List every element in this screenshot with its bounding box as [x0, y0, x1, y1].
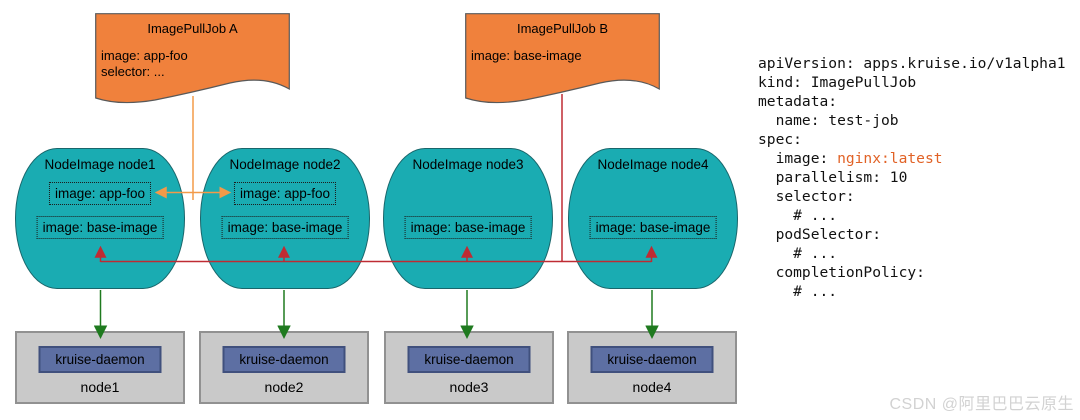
imagepulljob-a-flag: ImagePullJob A image: app-foo selector: … [95, 13, 290, 108]
node3-label: node3 [449, 379, 489, 395]
yaml-example: apiVersion: apps.kruise.io/v1alpha1 kind… [758, 54, 1066, 301]
imagepulljob-a-selector: selector: ... [101, 64, 165, 79]
worker-node4-box: kruise-daemon node4 [567, 331, 737, 404]
yaml-completionpolicy: completionPolicy: [758, 264, 925, 281]
worker-node1-box: kruise-daemon node1 [15, 331, 185, 404]
imagepulljob-b-flag: ImagePullJob B image: base-image [465, 13, 660, 108]
yaml-name: name: test-job [758, 112, 899, 129]
imagepulljob-a-image: image: app-foo [101, 48, 188, 63]
node3-kruise-daemon: kruise-daemon [407, 346, 531, 373]
node2-image-app-foo: image: app-foo [233, 182, 337, 205]
yaml-selector-comment: # ... [758, 207, 838, 224]
yaml-kind: kind: ImagePullJob [758, 74, 917, 91]
node2-kruise-daemon: kruise-daemon [222, 346, 346, 373]
imagepulljob-a-title: ImagePullJob A [147, 21, 238, 36]
document-shape [95, 13, 290, 104]
worker-node3-box: kruise-daemon node3 [384, 331, 554, 404]
yaml-image-key: image: [758, 150, 838, 167]
yaml-podselector-comment: # ... [758, 245, 838, 262]
yaml-image-line: image: nginx:latest [758, 149, 1066, 168]
imagepulljob-b-title: ImagePullJob B [516, 21, 609, 36]
yaml-podselector: podSelector: [758, 226, 882, 243]
yaml-apiversion: apiVersion: apps.kruise.io/v1alpha1 [758, 55, 1066, 72]
nodeimage-node4: NodeImage node4 image: base-image [568, 148, 738, 289]
node2-label: node2 [264, 379, 304, 395]
nodeimage-node2: NodeImage node2 image: app-foo image: ba… [200, 148, 370, 289]
node4-label: node4 [632, 379, 672, 395]
yaml-parallelism: parallelism: 10 [758, 169, 908, 186]
imagepulljob-b-image: image: base-image [471, 48, 582, 63]
yaml-image-value: nginx:latest [837, 150, 943, 167]
yaml-metadata: metadata: [758, 93, 838, 110]
yaml-completionpolicy-comment: # ... [758, 283, 838, 300]
yaml-spec: spec: [758, 131, 802, 148]
green-daemon-arrows [93, 290, 659, 339]
nodeimage-node1: NodeImage node1 image: app-foo image: ba… [15, 148, 185, 289]
nodeimage-node4-title: NodeImage node4 [597, 157, 709, 172]
csdn-watermark: CSDN @阿里巴巴云原生 [889, 396, 1074, 413]
node1-label: node1 [80, 379, 120, 395]
document-shape [465, 13, 660, 104]
node1-image-base-image: image: base-image [36, 216, 164, 239]
node4-kruise-daemon: kruise-daemon [590, 346, 714, 373]
worker-node2-box: kruise-daemon node2 [199, 331, 369, 404]
nodeimage-node1-title: NodeImage node1 [44, 157, 156, 172]
nodeimage-node3-title: NodeImage node3 [412, 157, 524, 172]
yaml-selector: selector: [758, 188, 855, 205]
node1-kruise-daemon: kruise-daemon [38, 346, 162, 373]
nodeimage-node2-title: NodeImage node2 [229, 157, 341, 172]
node3-image-base-image: image: base-image [404, 216, 532, 239]
node1-image-app-foo: image: app-foo [48, 182, 152, 205]
node2-image-base-image: image: base-image [221, 216, 349, 239]
nodeimage-node3: NodeImage node3 image: base-image [383, 148, 553, 289]
node4-image-base-image: image: base-image [589, 216, 717, 239]
